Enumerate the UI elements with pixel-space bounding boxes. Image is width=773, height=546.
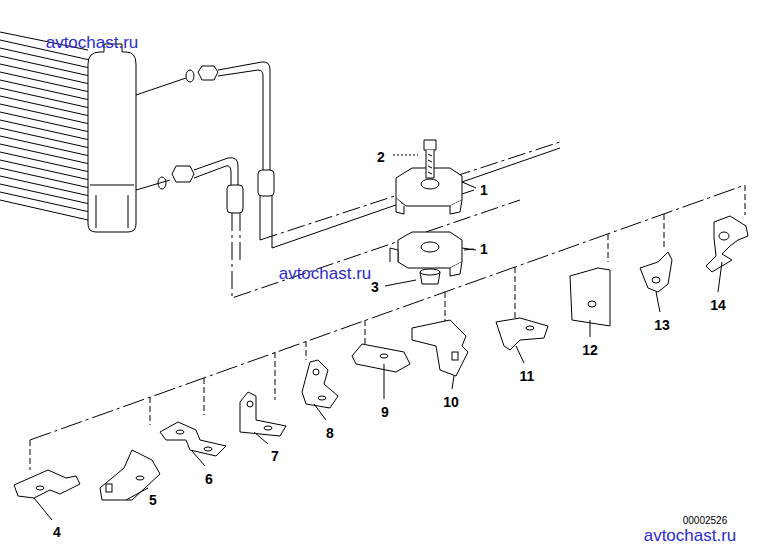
callout-number: 6 <box>205 472 213 486</box>
radiator-core <box>0 32 90 220</box>
pipe-clamp <box>390 232 476 276</box>
callout-number: 5 <box>149 493 157 507</box>
callout-number: 1 <box>480 242 488 256</box>
callout-number: 10 <box>443 395 459 409</box>
callout-number: 11 <box>520 369 535 383</box>
drawing-number: 00002526 <box>683 516 728 526</box>
callout-number: 3 <box>371 280 379 294</box>
callout-number: 8 <box>326 426 334 440</box>
callout-number: 2 <box>377 150 385 164</box>
pipe-clamp <box>396 168 476 214</box>
bolt <box>393 140 436 178</box>
oil-pipe <box>136 158 520 298</box>
watermark: avtochast.ru <box>644 526 737 543</box>
callout-number: 4 <box>53 525 61 539</box>
watermark: avtochast.ru <box>279 265 372 282</box>
callout-number: 9 <box>381 405 389 419</box>
callout-number: 1 <box>480 183 488 197</box>
grommet <box>385 269 440 286</box>
watermark: avtochast.ru <box>46 34 139 51</box>
callout-number: 14 <box>710 298 726 312</box>
radiator-tank <box>88 44 136 232</box>
callout-number: 13 <box>654 318 670 332</box>
mounting-bracket <box>14 216 748 500</box>
leader-line <box>34 190 722 520</box>
callout-number: 12 <box>582 343 598 357</box>
oil-pipe <box>136 62 560 248</box>
reference-line <box>30 185 745 440</box>
callout-number: 7 <box>271 449 279 463</box>
